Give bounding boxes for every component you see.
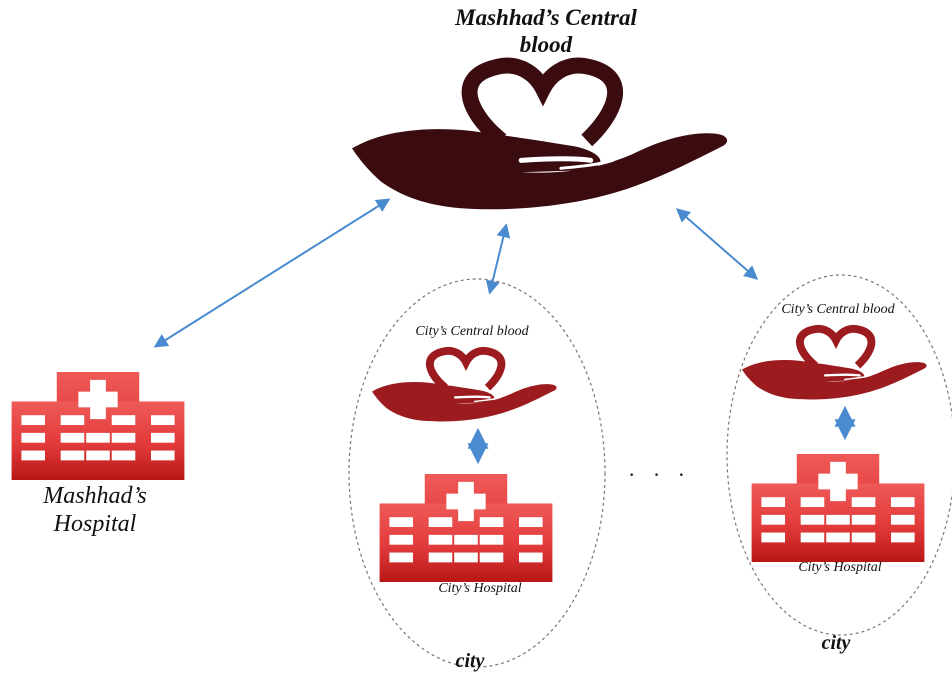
arrow-central-to-mashhad-hospital bbox=[153, 198, 391, 348]
city-2-blood-label: City’s Central blood bbox=[781, 302, 895, 317]
mashhad-hospital-icon bbox=[11, 372, 185, 480]
city-unit-1-boundary bbox=[348, 278, 606, 668]
city-2-hospital-icon bbox=[751, 454, 925, 562]
arrow-central-to-city-1 bbox=[485, 223, 511, 295]
city-2-hospital-label: City’s Hospital bbox=[798, 560, 882, 575]
city-1-label: city bbox=[455, 650, 485, 672]
mashhad-hospital-label-line1: Mashhad’s bbox=[43, 483, 147, 509]
city-1-hospital-icon bbox=[379, 474, 553, 582]
city-1-blood-label: City’s Central blood bbox=[415, 324, 529, 339]
mashhad-hospital-label-line2: Hospital bbox=[53, 511, 137, 537]
central-blood-title-line2: blood bbox=[519, 32, 573, 57]
city-1-blood-bank-icon bbox=[372, 351, 557, 422]
city-2-blood-bank-icon bbox=[742, 329, 927, 400]
central-blood-title-line1: Mashhad’s Central bbox=[455, 5, 637, 30]
city-1-hospital-label: City’s Hospital bbox=[438, 581, 522, 596]
central-blood-bank-icon bbox=[352, 66, 727, 210]
arrow-central-to-city-2 bbox=[675, 208, 759, 280]
ellipsis-more-cities: · · · bbox=[628, 462, 691, 487]
mashhad-hospital-label: Mashhad’s Hospital bbox=[10, 482, 180, 538]
central-blood-title: Mashhad’s Central blood bbox=[396, 4, 696, 58]
city-2-label: city bbox=[821, 632, 851, 654]
